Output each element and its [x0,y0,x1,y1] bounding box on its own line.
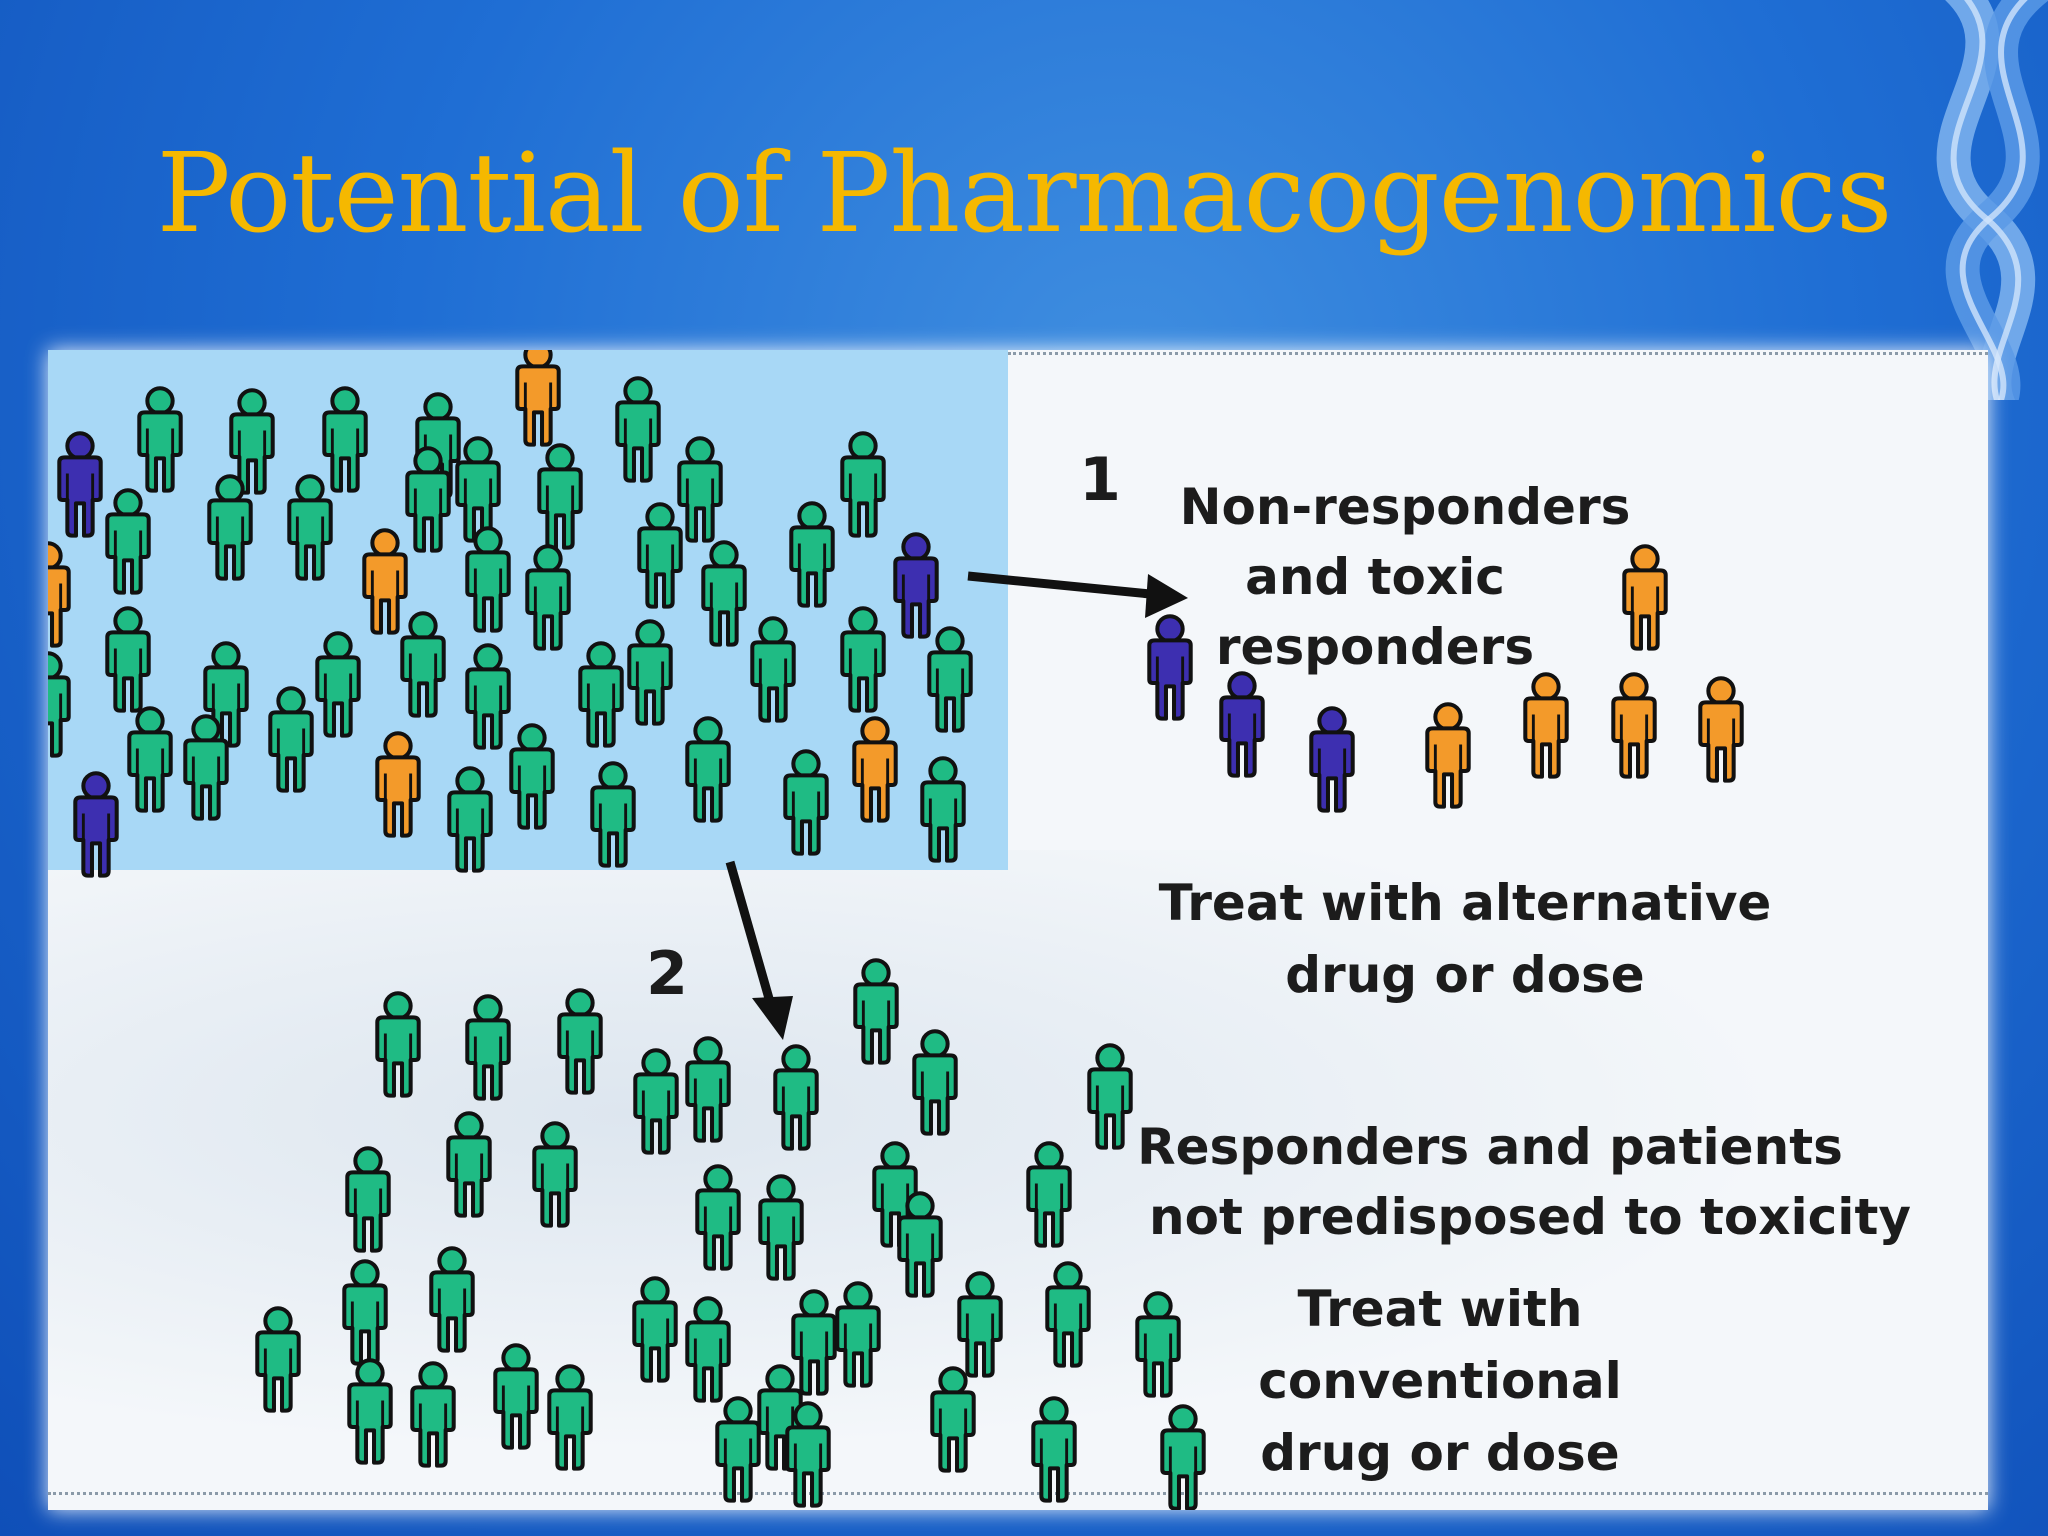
responder-person-icon [842,433,883,535]
responder-person-icon [929,628,970,730]
responder-person-icon [932,1368,973,1470]
responder-person-icon [412,1363,453,1465]
dotted-divider [1008,352,1988,355]
non-responder-person-icon [75,773,116,875]
responder-person-icon [1028,1143,1069,1245]
responder-person-icon [467,528,508,630]
responder-person-icon [344,1261,385,1363]
responder-person-icon [559,990,600,1092]
responder-person-icon [449,768,490,870]
non-responder-person-icon [895,534,936,636]
responder-person-icon [317,633,358,735]
toxic-responder-person-icon [1613,674,1654,776]
illustration-panel: 1 Non-responders and toxic responders Tr… [48,350,1988,1510]
responder-person-icon [959,1273,1000,1375]
responder-person-icon [679,438,720,540]
step-1-group-line-3: responders [1215,618,1535,676]
toxic-responder-person-icon [1427,704,1468,806]
step-1-number: 1 [1079,445,1121,515]
step-1-action-line-2: drug or dose [1285,946,1645,1004]
toxic-responder-person-icon [854,718,895,820]
responder-person-icon [687,1298,728,1400]
responder-person-icon [760,1176,801,1278]
responder-person-icon [431,1248,472,1350]
responder-person-icon [793,1291,834,1393]
responder-person-icon [324,388,365,490]
responder-person-icon [775,1046,816,1148]
responder-person-icon [129,708,170,810]
responder-person-icon [635,1050,676,1152]
responder-person-icon [107,490,148,592]
responder-person-icon [347,1148,388,1250]
responder-person-icon [107,608,148,710]
responder-person-icon [842,608,883,710]
toxic-responder-person-icon [364,530,405,632]
responder-person-icon [1089,1045,1130,1147]
responder-person-icon [580,643,621,745]
responder-person-icon [495,1345,536,1447]
responder-person-icon [629,621,670,723]
responder-person-icon [467,645,508,747]
step-2-group-line-2: not predisposed to toxicity [1149,1188,1911,1246]
arrow-icon [967,571,1188,618]
responder-person-icon [257,1308,298,1410]
non-responder-person-icon [1311,708,1352,810]
dotted-divider [48,1492,1988,1495]
responder-person-icon [48,653,69,755]
responder-person-icon [592,763,633,865]
step-2-group-line-1: Responders and patients [1137,1118,1843,1176]
responder-person-icon [785,751,826,853]
toxic-responder-person-icon [377,733,418,835]
responder-person-icon [289,476,330,578]
responder-person-icon [837,1283,878,1385]
responder-person-icon [467,996,508,1098]
responder-person-icon [617,378,658,480]
toxic-responder-person-icon [1525,674,1566,776]
step-2-action-line-2: conventional [1258,1352,1622,1410]
responder-person-icon [914,1031,955,1133]
responder-person-icon [855,960,896,1062]
responder-person-icon [1047,1263,1088,1365]
people-layer [48,350,1988,1510]
responder-person-icon [703,542,744,644]
responder-person-icon [922,758,963,860]
toxic-responder-person-icon [48,543,69,645]
responder-person-icon [1033,1398,1074,1500]
slide-title: Potential of Pharmacogenomics [156,129,1893,257]
step-2-action-line-3: drug or dose [1260,1424,1620,1482]
toxic-responder-person-icon [1700,678,1741,780]
responder-person-icon [549,1366,590,1468]
responder-person-icon [791,503,832,605]
non-responder-person-icon [59,433,100,535]
responder-person-icon [511,725,552,827]
responder-person-icon [539,445,580,547]
responder-person-icon [448,1113,489,1215]
arrow-icon [725,860,793,1040]
responder-person-icon [634,1278,675,1380]
responder-person-icon [752,618,793,720]
responder-person-icon [270,688,311,790]
responder-person-icon [527,546,568,648]
responder-person-icon [687,718,728,820]
toxic-responder-person-icon [1624,546,1665,648]
responder-person-icon [639,504,680,606]
non-responder-person-icon [1221,673,1262,775]
dna-helix-icon [1936,0,2048,400]
responder-person-icon [457,438,498,540]
toxic-responder-person-icon [517,350,558,445]
step-1-group-line-2: and toxic [1245,548,1505,606]
responder-person-icon [349,1360,390,1462]
step-2-number: 2 [646,939,688,1009]
responder-person-icon [402,613,443,715]
responder-person-icon [717,1398,758,1500]
step-2-action-line-1: Treat with [1297,1280,1583,1338]
responder-person-icon [534,1123,575,1225]
responder-person-icon [697,1166,738,1268]
step-1-group-line-1: Non-responders [1179,478,1631,536]
responder-person-icon [687,1038,728,1140]
responder-person-icon [377,993,418,1095]
step-1-action-line-1: Treat with alternative [1158,874,1772,932]
responder-person-icon [139,388,180,490]
